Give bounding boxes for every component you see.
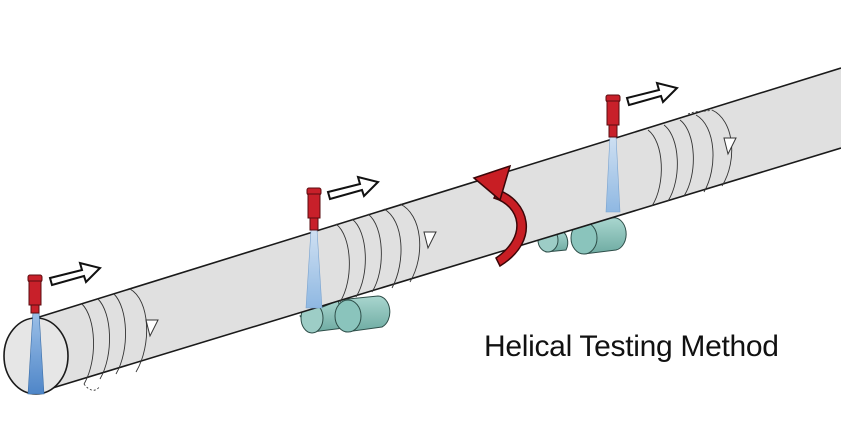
- support-roller-middle: [299, 295, 391, 334]
- helix-direction-arrowheads: [145, 137, 737, 338]
- right-arrow-icon: [625, 81, 679, 107]
- pipe: [35, 67, 841, 394]
- support-roller-right: [535, 217, 627, 255]
- ultrasonic-probe-icon: [306, 187, 322, 231]
- curved-rotation-arrow-icon: [472, 164, 527, 268]
- right-arrow-icon: [326, 175, 380, 201]
- ultrasonic-probe-icon: [605, 94, 621, 138]
- right-arrow-icon: [48, 261, 102, 287]
- diagram-caption: Helical Testing Method: [484, 330, 779, 363]
- ultrasonic-probe-icon: [27, 274, 43, 314]
